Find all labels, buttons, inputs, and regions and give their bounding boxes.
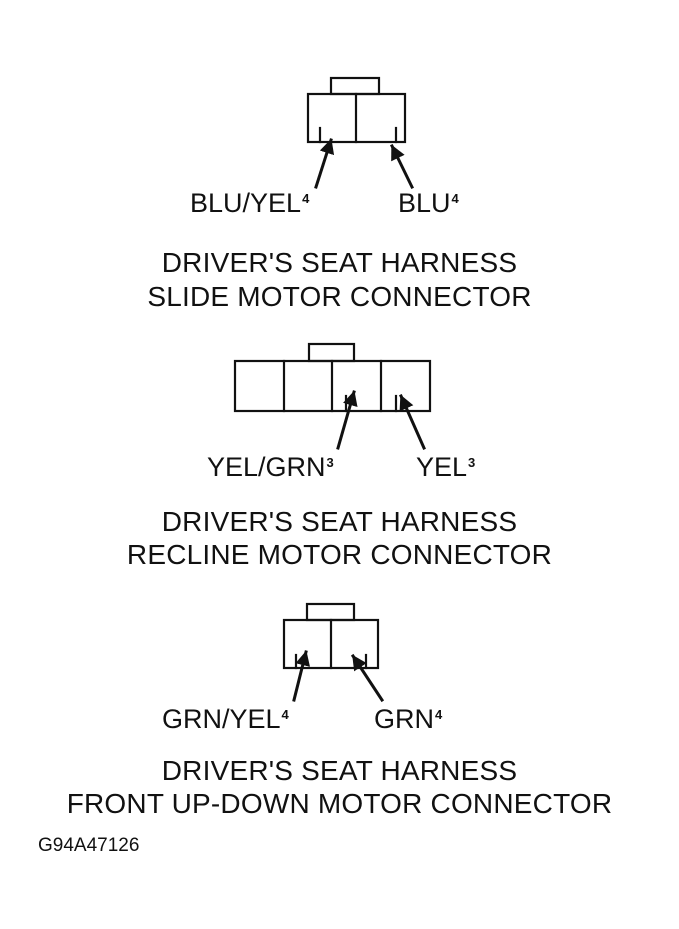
front-up-down-pin1-note: 4 [281, 707, 289, 722]
front-up-down-pin2-arrow [350, 653, 385, 703]
recline-pin2-wire: YEL [416, 452, 468, 482]
recline-connector-shape [233, 342, 432, 413]
slide-pin2-note: 4 [451, 191, 459, 206]
slide-pin1-wire: BLU/YEL [190, 188, 302, 218]
slide-pin2-label: BLU4 [398, 190, 459, 217]
front-up-down-pin1-label: GRN/YEL4 [162, 706, 289, 733]
front-up-down-connector-shape [282, 602, 380, 670]
slide-title-line2: SLIDE MOTOR CONNECTOR [147, 281, 532, 312]
slide-pin1-arrow [314, 138, 335, 189]
front-up-down-pin2-wire: GRN [374, 704, 434, 734]
recline-pin2-label: YEL3 [416, 454, 475, 481]
slide-connector-shape [306, 76, 407, 144]
front-up-down-title-line2: FRONT UP-DOWN MOTOR CONNECTOR [66, 788, 613, 819]
recline-pin1-wire: YEL/GRN [207, 452, 326, 482]
recline-pin1-label: YEL/GRN3 [207, 454, 334, 481]
front-up-down-pin2-note: 4 [435, 707, 443, 722]
front-up-down-title-line1: DRIVER'S SEAT HARNESS [161, 755, 518, 786]
recline-title-line2: RECLINE MOTOR CONNECTOR [126, 539, 553, 570]
front-up-down-pin1-arrow [292, 650, 311, 702]
front-up-down-pin1-wire: GRN/YEL [162, 704, 281, 734]
figure-code: G94A47126 [38, 835, 140, 856]
slide-title-line1: DRIVER'S SEAT HARNESS [161, 247, 518, 278]
recline-pin1-arrow [336, 390, 358, 450]
recline-pin2-arrow [399, 394, 426, 450]
front-up-down-pin2-label: GRN4 [374, 706, 442, 733]
recline-pin1-note: 3 [326, 455, 334, 470]
recline-pin2-note: 3 [468, 455, 476, 470]
slide-pin1-note: 4 [302, 191, 310, 206]
slide-pin2-arrow [389, 143, 415, 190]
recline-title-line1: DRIVER'S SEAT HARNESS [161, 506, 518, 537]
slide-pin2-wire: BLU [398, 188, 451, 218]
slide-pin1-label: BLU/YEL4 [190, 190, 309, 217]
